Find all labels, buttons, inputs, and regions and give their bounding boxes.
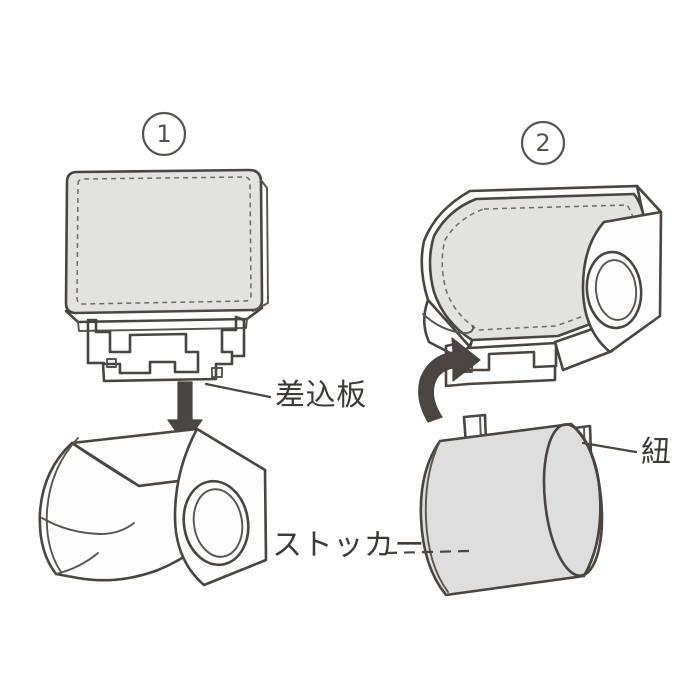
step-1-illustration [38, 168, 269, 587]
callout-label-stocker: ストッカー [272, 528, 425, 563]
cover-stitching [76, 176, 252, 305]
callout-label-insert-plate: 差込板 [275, 378, 367, 413]
leader-sashikomiban [204, 382, 272, 399]
step-1-number: 1 [156, 120, 172, 148]
callout-label-cord: 紐 [641, 435, 672, 470]
arrow-curve-icon [418, 337, 481, 423]
stocker-cylinder-right-lower [419, 422, 604, 597]
stocker-cylinder-right-upper [422, 184, 663, 372]
step-1-circle [141, 111, 187, 157]
step-2-circle [520, 120, 566, 166]
step-2-number: 2 [535, 129, 551, 157]
leader-stocker [385, 549, 471, 555]
step-2-illustration [418, 184, 663, 597]
cover-hem [64, 306, 264, 332]
leader-himo [581, 441, 638, 454]
insert-plate [86, 315, 246, 383]
stocker-cylinder-left [38, 427, 268, 587]
cover-panel-upright [64, 168, 269, 315]
